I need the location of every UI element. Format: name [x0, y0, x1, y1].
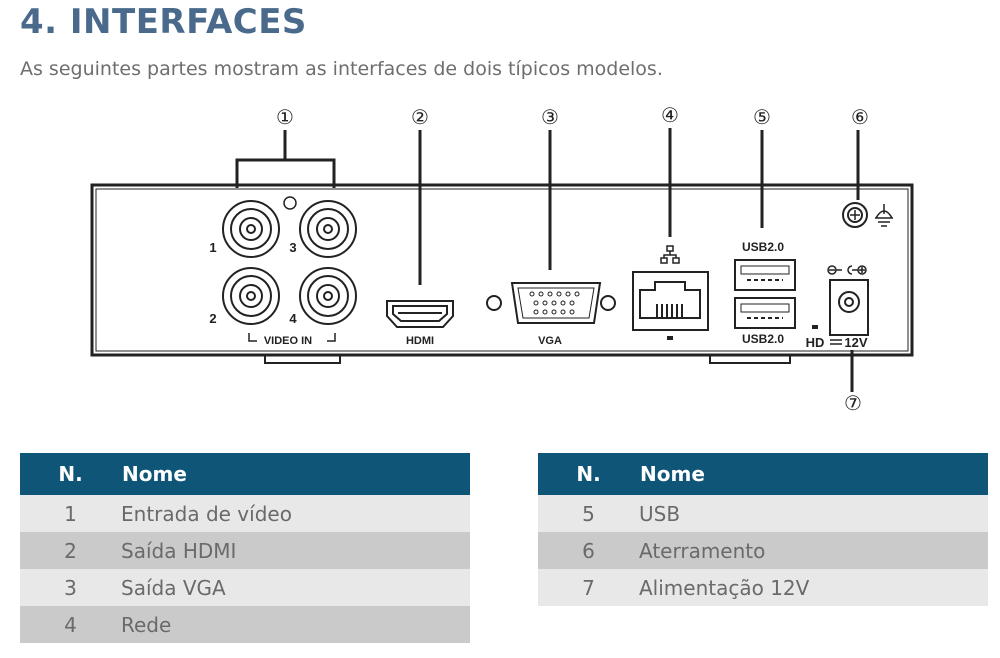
device-body [90, 183, 914, 357]
row-name: USB [639, 495, 988, 532]
row-name: Saída VGA [121, 569, 470, 606]
callout-1-bracket [235, 130, 336, 188]
screw-icon [283, 196, 297, 210]
table-header: N.Nome [20, 453, 470, 495]
vga-port-icon [486, 282, 616, 324]
power-label: 12V [844, 335, 867, 350]
row-name: Rede [121, 606, 470, 643]
page-title: 4. INTERFACES [20, 2, 307, 42]
power-jack-icon [829, 279, 869, 336]
row-number: 2 [20, 532, 121, 569]
header-name: Nome [639, 453, 988, 495]
callout-6: ⑥ [851, 107, 869, 129]
bnc-label-1: 1 [209, 240, 216, 255]
callout-1: ① [276, 107, 294, 129]
hdmi-label: HDMI [406, 335, 434, 347]
callout-2: ② [411, 107, 429, 129]
row-name: Aterramento [639, 532, 988, 569]
row-number: 7 [538, 569, 639, 606]
device-feet [264, 355, 791, 364]
usb-port-top-icon [734, 259, 796, 291]
usb-top-label: USB2.0 [742, 240, 784, 254]
bnc-label-3: 3 [289, 240, 296, 255]
hdmi-port-icon [386, 300, 454, 328]
rear-panel-diagram: ① 1 2 3 4 VIDEO IN ② HDMI ③ VGA ④ [90, 105, 914, 415]
bnc-label-4: 4 [289, 311, 297, 326]
ground-screw-icon [842, 202, 868, 228]
row-name: Saída HDMI [121, 532, 470, 569]
callout-5: ⑤ [753, 107, 771, 129]
bnc-4-icon [299, 267, 357, 325]
usb-port-bottom-icon [734, 297, 796, 329]
callout-7: ⑦ [844, 393, 862, 415]
ground-symbol-icon [875, 204, 893, 227]
row-number: 5 [538, 495, 639, 532]
hd-label: HD [806, 335, 825, 350]
device-body-inner [95, 188, 909, 352]
row-number: 3 [20, 569, 121, 606]
bnc-2-icon [222, 267, 280, 325]
row-name: Alimentação 12V [639, 569, 988, 606]
row-number: 6 [538, 532, 639, 569]
vga-label: VGA [538, 335, 562, 347]
page-subtitle: As seguintes partes mostram as interface… [20, 58, 663, 80]
header-n: N. [538, 453, 639, 495]
header-name: Nome [121, 453, 470, 495]
video-in-label: VIDEO IN [264, 335, 312, 347]
bnc-label-2: 2 [209, 311, 216, 326]
row-name: Entrada de vídeo [121, 495, 470, 532]
table-header: N.Nome [538, 453, 988, 495]
bnc-connectors [222, 196, 357, 325]
polarity-icon [827, 265, 867, 275]
header-n: N. [20, 453, 121, 495]
bnc-3-icon [299, 200, 357, 258]
row-number: 4 [20, 606, 121, 643]
ethernet-port-icon [632, 271, 709, 331]
callout-4: ④ [661, 105, 679, 127]
network-icon [660, 245, 680, 264]
callout-3: ③ [541, 107, 559, 129]
usb-bottom-label: USB2.0 [742, 332, 784, 346]
bnc-1-icon [222, 200, 280, 258]
row-number: 1 [20, 495, 121, 532]
